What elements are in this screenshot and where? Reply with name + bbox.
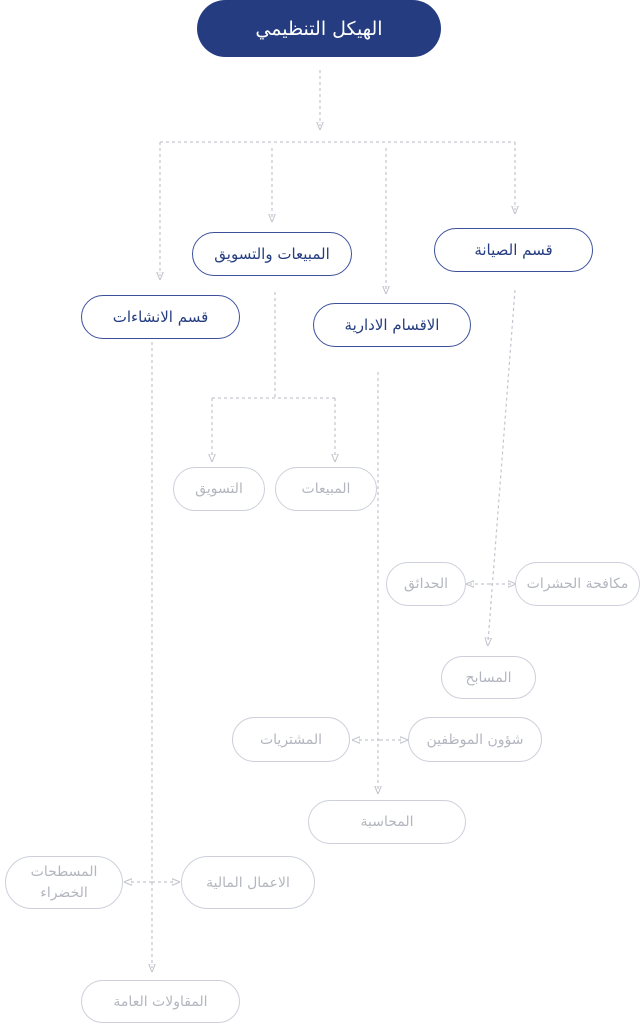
unit-finance-works: الاعمال المالية <box>181 856 315 909</box>
org-chart-root: الهيكل التنظيمي <box>197 0 441 57</box>
unit-marketing: التسويق <box>173 467 265 511</box>
dept-administrative: الاقسام الادارية <box>313 303 471 347</box>
unit-general-contracting: المقاولات العامة <box>81 980 240 1023</box>
dept-construction: قسم الانشاءات <box>81 295 240 339</box>
dept-maintenance: قسم الصيانة <box>434 228 593 272</box>
unit-gardens: الحدائق <box>386 562 466 606</box>
unit-accounting: المحاسبة <box>308 800 466 844</box>
dept-sales-marketing: المبيعات والتسويق <box>192 232 352 276</box>
unit-pools: المسابح <box>441 656 536 699</box>
unit-sales: المبيعات <box>275 467 377 511</box>
unit-pest-control: مكافحة الحشرات <box>515 562 640 606</box>
unit-hr: شؤون الموظفين <box>408 717 542 762</box>
unit-green-areas: المسطحات الخضراء <box>5 856 123 909</box>
unit-purchasing: المشتريات <box>232 717 350 762</box>
